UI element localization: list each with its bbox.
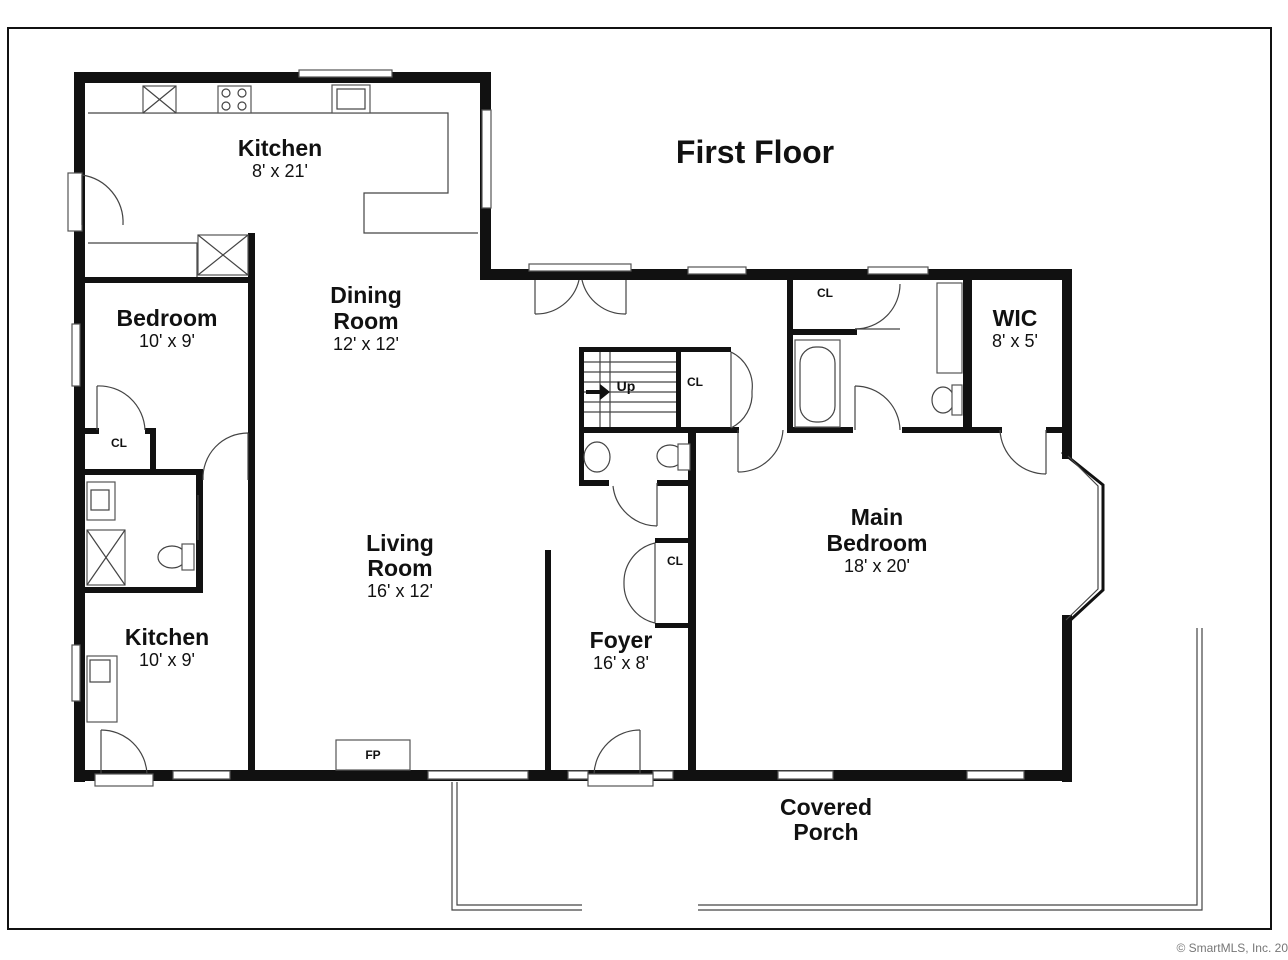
- stairs-up-label: Up: [617, 378, 636, 394]
- living-dim: 16' x 12': [367, 581, 433, 601]
- stairs: [584, 352, 676, 427]
- dining-dim: 12' x 12': [333, 334, 399, 354]
- bedroom-name: Bedroom: [117, 305, 218, 331]
- windows: [71, 69, 1025, 780]
- walls: [74, 72, 1072, 782]
- porch-name-2: Porch: [793, 819, 858, 845]
- kitchen-main-name: Kitchen: [238, 135, 322, 161]
- bath-fixtures: [86, 282, 963, 723]
- main-bedroom-name-1: Main: [851, 504, 903, 530]
- page-frame: [7, 27, 1272, 930]
- kitchen-counters: [88, 84, 478, 277]
- dining-name-2: Room: [333, 308, 398, 334]
- wic-name: WIC: [993, 305, 1038, 331]
- foyer-dim: 16' x 8': [593, 653, 649, 673]
- bay-window: [1061, 450, 1105, 628]
- closet-label-bath: CL: [817, 286, 833, 300]
- copyright-notice: © SmartMLS, Inc. 20: [1176, 941, 1288, 955]
- floor-title: First Floor: [676, 134, 834, 170]
- wic-dim: 8' x 5': [992, 331, 1038, 351]
- living-name-2: Room: [367, 555, 432, 581]
- stairs-arrow-icon: [586, 384, 610, 400]
- dining-name-1: Dining: [330, 282, 402, 308]
- doors: [67, 172, 1047, 787]
- kitchen-small-name: Kitchen: [125, 624, 209, 650]
- closet-label-foyer: CL: [667, 554, 683, 568]
- fireplace: [335, 739, 411, 771]
- closet-label-bedroom: CL: [111, 436, 127, 450]
- closet-label-stairs: CL: [687, 375, 703, 389]
- kitchen-main-dim: 8' x 21': [252, 161, 308, 181]
- porch-name-1: Covered: [780, 794, 872, 820]
- fireplace-label: FP: [365, 748, 380, 762]
- main-bedroom-dim: 18' x 20': [844, 556, 910, 576]
- main-bedroom-name-2: Bedroom: [827, 530, 928, 556]
- living-name-1: Living: [366, 530, 434, 556]
- bedroom-dim: 10' x 9': [139, 331, 195, 351]
- foyer-name: Foyer: [590, 627, 653, 653]
- porch-outline: [451, 628, 1203, 911]
- kitchen-small-dim: 10' x 9': [139, 650, 195, 670]
